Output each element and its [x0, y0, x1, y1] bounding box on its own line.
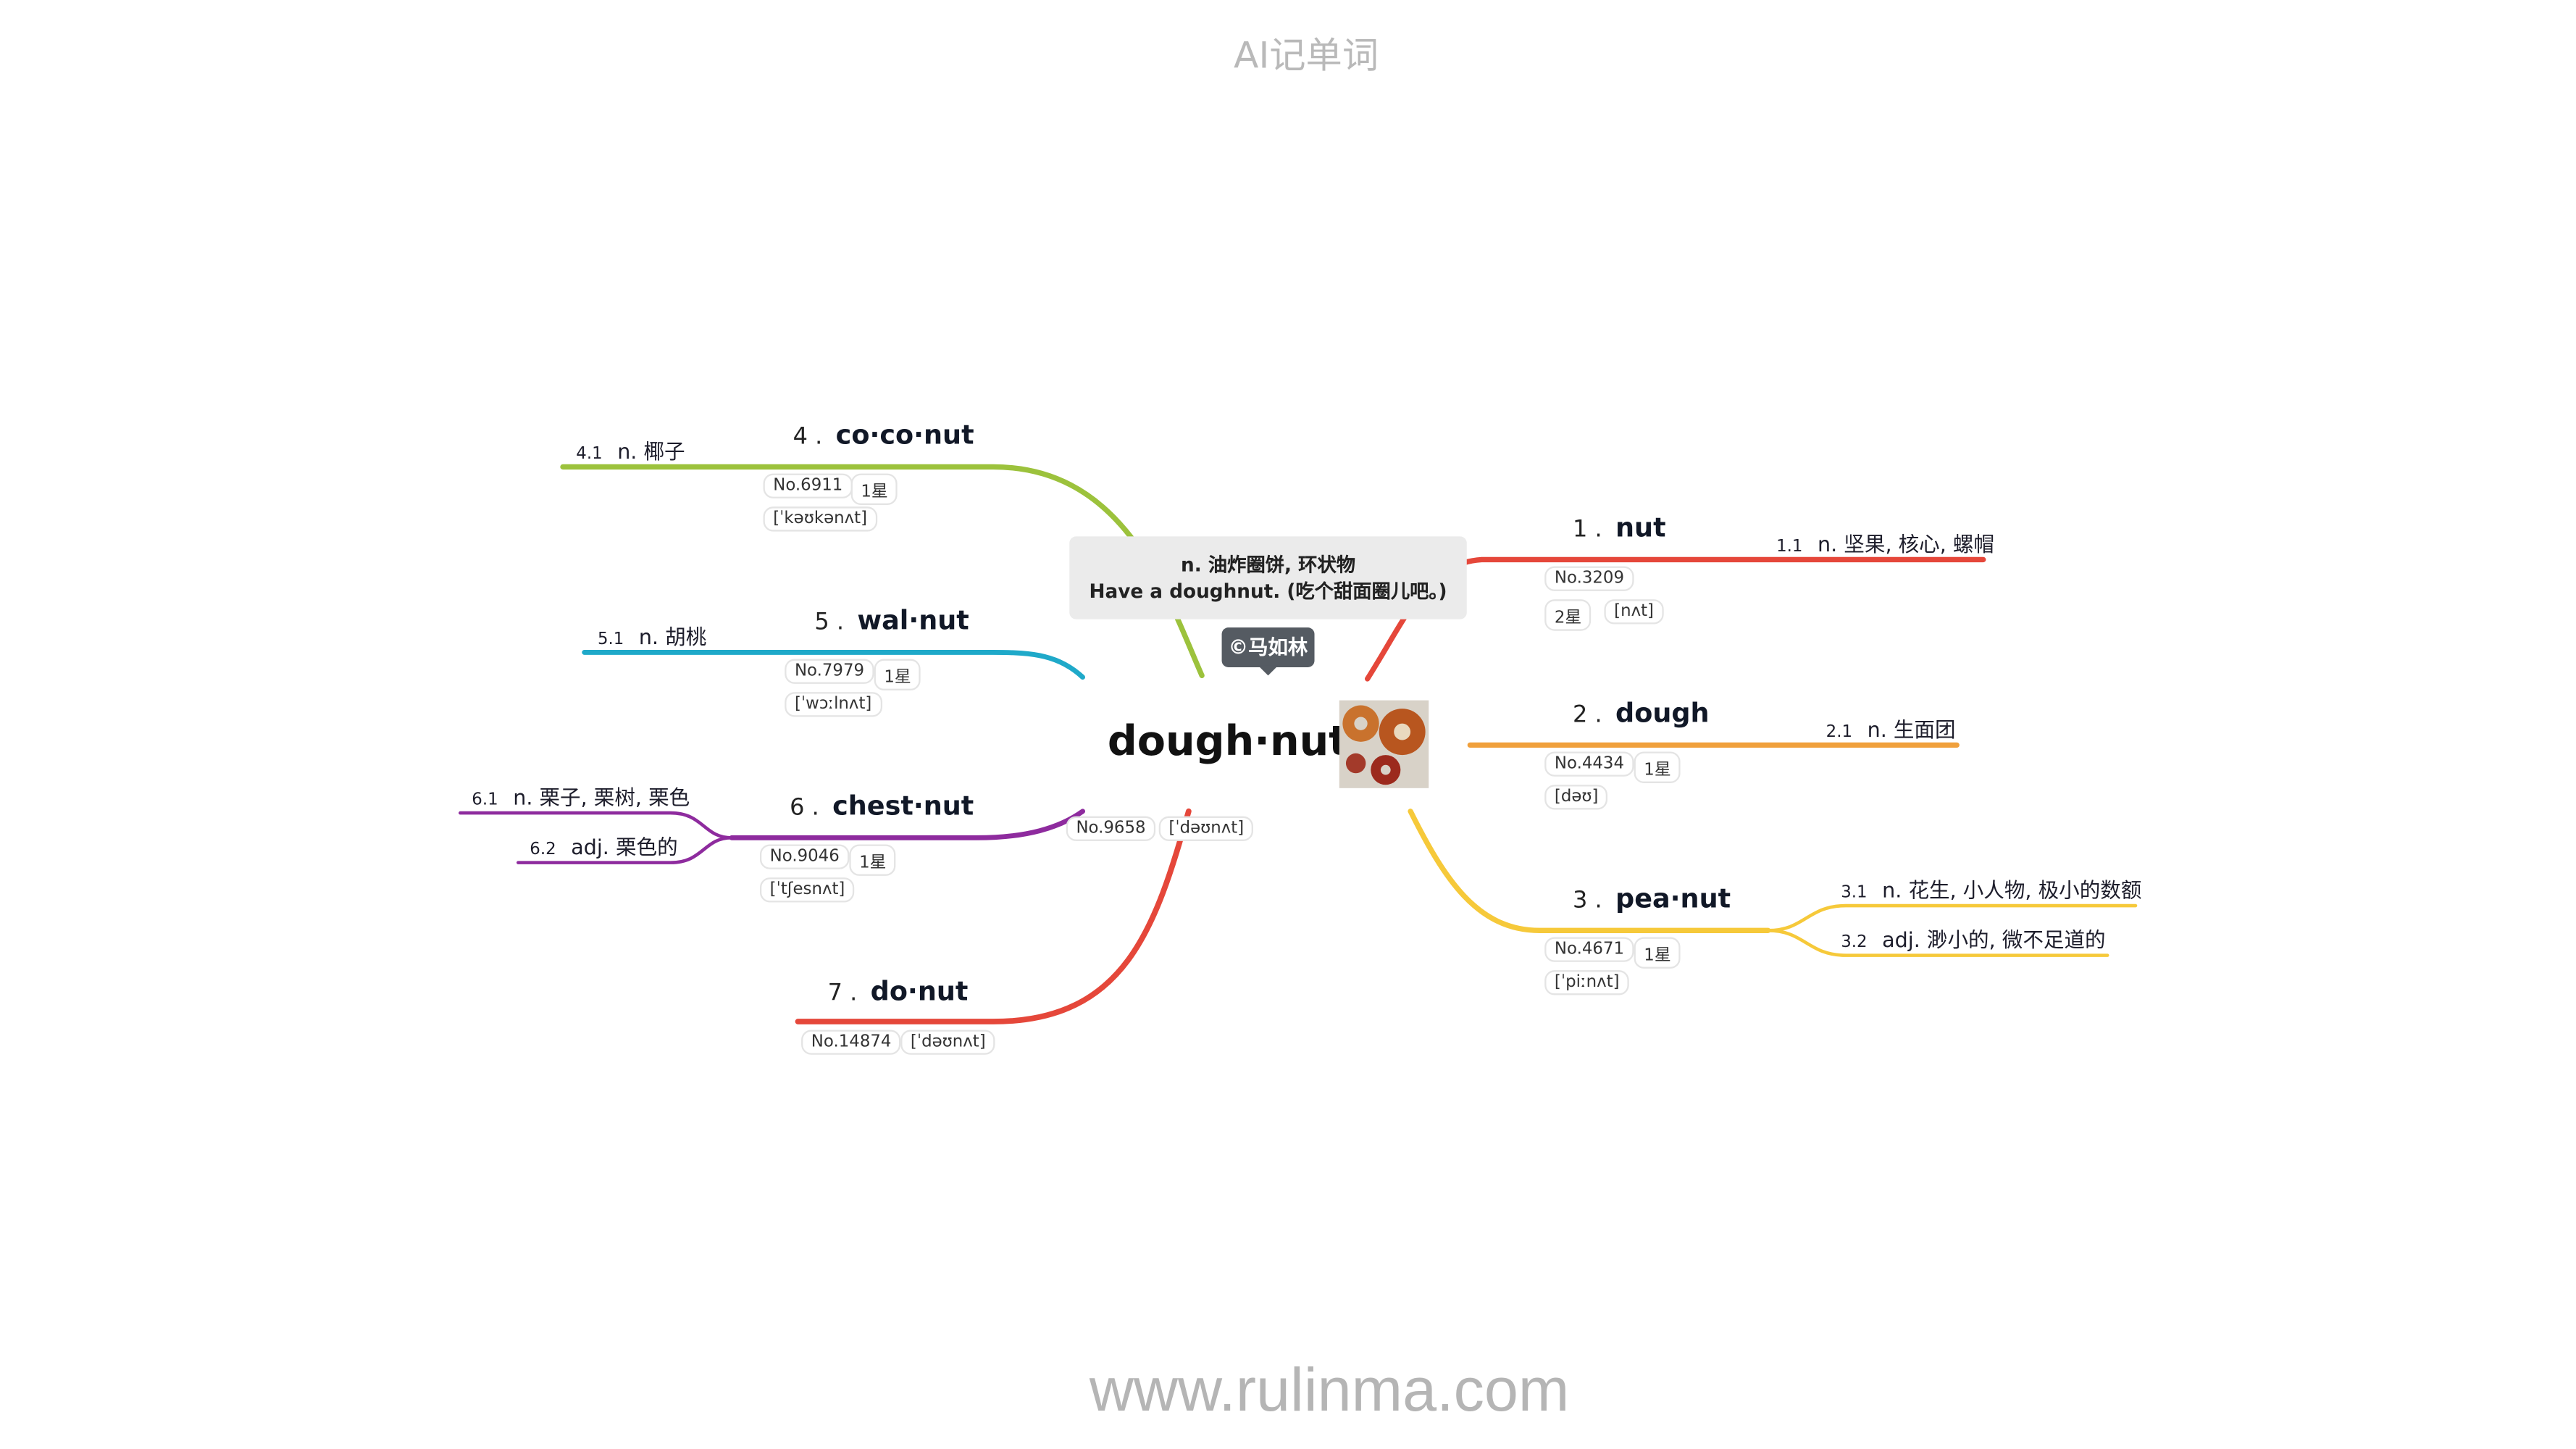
sense-label[interactable]: 3.2 adj. 渺小的, 微不足道的	[1841, 922, 2105, 953]
word-phonetic-tag: [nʌt]	[1604, 599, 1664, 625]
doughnut-photo-icon	[1339, 700, 1429, 788]
word-text: dough	[1615, 697, 1710, 729]
word-text: wal·nut	[857, 604, 969, 636]
sense-text: n. 胡桃	[638, 624, 707, 649]
word-text: pea·nut	[1615, 882, 1731, 914]
sense-text: adj. 渺小的, 微不足道的	[1882, 927, 2106, 953]
word-number-tag: No.14874	[801, 1030, 902, 1055]
sense-label[interactable]: 4.1 n. 椰子	[576, 434, 685, 465]
sense-index: 4.1	[576, 445, 603, 464]
center-word[interactable]: dough·nut	[1107, 717, 1349, 765]
word-node-walnut[interactable]: 5 . wal·nut	[814, 604, 969, 635]
word-index: 6 .	[790, 794, 819, 822]
sense-label[interactable]: 6.2 adj. 栗色的	[530, 830, 677, 861]
sense-text: n. 坚果, 核心, 螺帽	[1818, 531, 1995, 556]
sense-index: 6.2	[530, 840, 556, 860]
word-stars-tag: 1星	[849, 844, 897, 876]
word-text: co·co·nut	[835, 419, 974, 451]
word-stars-tag: 2星	[1544, 599, 1592, 631]
center-phonetic-tag: [ˈdəʊnʌt]	[1158, 816, 1254, 841]
sense-label[interactable]: 1.1 n. 坚果, 核心, 螺帽	[1776, 527, 1994, 558]
branch-line-6	[459, 811, 734, 840]
center-definition: n. 油炸圈饼, 环状物	[1181, 553, 1356, 577]
word-number-tag: No.6911	[763, 473, 853, 498]
word-index: 2 .	[1573, 701, 1602, 729]
word-index: 4 .	[793, 424, 823, 451]
word-node-nut[interactable]: 1 . nut	[1573, 511, 1666, 543]
word-index: 3 .	[1573, 887, 1602, 914]
center-example: Have a doughnut. (吃个甜面圈儿吧。)	[1089, 579, 1447, 603]
word-index: 7 .	[827, 980, 858, 1007]
sense-index: 5.1	[597, 630, 624, 649]
word-node-donut[interactable]: 7 . do·nut	[828, 975, 969, 1006]
center-definition-box: n. 油炸圈饼, 环状物 Have a doughnut. (吃个甜面圈儿吧。)	[1069, 536, 1467, 619]
word-text: nut	[1615, 511, 1666, 543]
branch-line-3	[1408, 809, 1771, 933]
word-text: chest·nut	[832, 790, 974, 822]
center-number-tag: No.9658	[1066, 816, 1156, 841]
sense-label[interactable]: 3.1 n. 花生, 小人物, 极小的数额	[1841, 872, 2141, 903]
sense-text: n. 生面团	[1867, 717, 1956, 742]
copyright-bubble-tail	[1258, 665, 1279, 676]
sense-index: 1.1	[1776, 538, 1803, 556]
word-node-peanut[interactable]: 3 . pea·nut	[1573, 882, 1731, 914]
word-number-tag: No.7979	[785, 659, 874, 684]
sense-label[interactable]: 5.1 n. 胡桃	[598, 619, 706, 651]
word-index: 5 .	[814, 609, 845, 636]
word-stars-tag: 1星	[1634, 751, 1681, 783]
sense-text: n. 椰子	[617, 438, 685, 464]
sense-text: n. 栗子, 栗树, 栗色	[513, 785, 690, 810]
word-phonetic-tag: [ˈwɔːlnʌt]	[785, 692, 882, 717]
app-title: AI记单词	[1234, 36, 1379, 78]
word-number-tag: No.9046	[759, 844, 850, 869]
word-stars-tag: 1星	[874, 659, 921, 690]
word-stars-tag: 1星	[1634, 937, 1681, 969]
word-phonetic-tag: [ˈdəʊnʌt]	[900, 1030, 996, 1055]
sense-index: 3.1	[1841, 884, 1868, 903]
word-number-tag: No.4434	[1544, 751, 1634, 777]
branch-line-4	[560, 464, 1205, 679]
word-node-chestnut[interactable]: 6 . chest·nut	[790, 790, 974, 821]
branch-line-3	[1766, 903, 2138, 932]
branch-line-5	[582, 649, 1086, 680]
sense-text: n. 花生, 小人物, 极小的数额	[1882, 877, 2142, 903]
sense-index: 3.2	[1841, 933, 1868, 953]
word-phonetic-tag: [ˈpiːnʌt]	[1544, 970, 1630, 995]
word-index: 1 .	[1573, 517, 1602, 543]
word-node-dough[interactable]: 2 . dough	[1573, 697, 1710, 728]
word-phonetic-tag: [dəʊ]	[1544, 785, 1609, 810]
sense-label[interactable]: 2.1 n. 生面团	[1826, 712, 1956, 743]
word-text: do·nut	[870, 975, 969, 1007]
word-number-tag: No.4671	[1544, 937, 1634, 962]
footer-url: www.rulinma.com	[1089, 1356, 1570, 1424]
sense-index: 2.1	[1826, 723, 1853, 742]
branch-line-3	[1766, 929, 2109, 957]
word-node-coconut[interactable]: 4 . co·co·nut	[793, 419, 974, 450]
branch-line-6	[517, 836, 734, 864]
word-stars-tag: 1星	[850, 473, 898, 506]
sense-text: adj. 栗色的	[571, 834, 678, 860]
branch-line-7	[795, 808, 1192, 1024]
word-phonetic-tag: [ˈkəʊkənʌt]	[763, 506, 877, 532]
sense-label[interactable]: 6.1 n. 栗子, 栗树, 栗色	[472, 780, 690, 811]
word-phonetic-tag: [ˈtʃesnʌt]	[759, 877, 856, 903]
copyright-label: ©马如林	[1221, 627, 1315, 667]
word-number-tag: No.3209	[1544, 566, 1634, 591]
sense-index: 6.1	[472, 791, 498, 810]
